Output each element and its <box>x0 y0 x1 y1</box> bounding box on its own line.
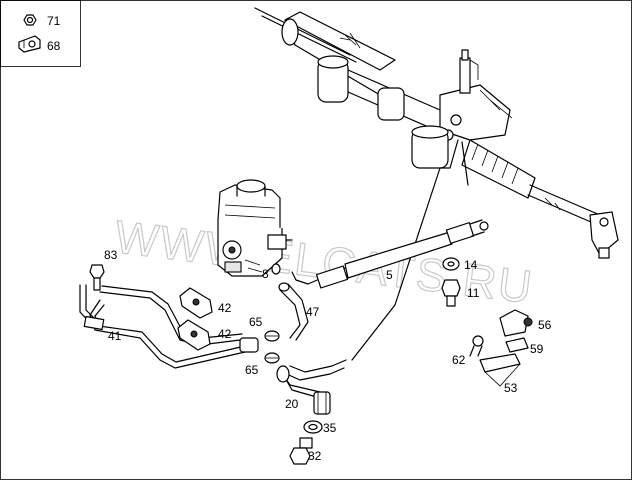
legend-number-68: 68 <box>47 39 61 53</box>
return-pipe-41 <box>79 284 259 369</box>
callout-65-lower: 65 <box>245 363 259 377</box>
callout-42-lower: 42 <box>218 327 232 341</box>
clip-59 <box>505 337 529 353</box>
callout-56: 56 <box>538 318 552 332</box>
bracket-53 <box>479 353 521 387</box>
callout-32: 32 <box>308 449 322 463</box>
bracket-56 <box>499 309 533 337</box>
leader-line-hose-5 <box>351 139 459 361</box>
callout-11: 11 <box>467 286 480 300</box>
callout-14: 14 <box>464 258 478 272</box>
o-ring-8 <box>271 263 281 275</box>
washer-35 <box>303 420 323 434</box>
bracket-42-lower <box>177 319 211 351</box>
screw-62 <box>469 335 484 357</box>
callout-65-upper: 65 <box>249 315 263 329</box>
pressure-hose-5 <box>291 219 489 289</box>
steering-pump <box>217 179 293 277</box>
bracket-42-upper <box>179 287 213 319</box>
nut-icon <box>23 14 37 26</box>
callout-83: 83 <box>104 248 118 262</box>
screw-83 <box>89 264 105 291</box>
callout-35: 35 <box>323 421 337 435</box>
callout-42-upper: 42 <box>218 301 232 315</box>
steering-gear <box>254 7 619 259</box>
callout-20: 20 <box>285 397 299 411</box>
callout-5: 5 <box>386 268 393 282</box>
callout-47: 47 <box>306 305 320 319</box>
callout-53: 53 <box>504 381 518 395</box>
suction-hose-47 <box>278 282 309 341</box>
legend-number-71: 71 <box>47 14 61 28</box>
callout-8: 8 <box>262 267 269 281</box>
legend-box: 71 68 <box>0 0 81 67</box>
hose-clamp-65-upper <box>264 330 280 342</box>
banjo-bolt-11 <box>441 279 461 307</box>
callout-62: 62 <box>452 353 466 367</box>
banjo-bolt-32 <box>289 437 313 465</box>
hose-clamp-65-lower <box>264 352 280 364</box>
callout-59: 59 <box>530 342 544 356</box>
clip-nut-icon <box>18 35 41 53</box>
leader-line-hose-14 <box>461 141 469 186</box>
return-hose-20 <box>276 359 347 415</box>
callout-41: 41 <box>108 329 122 343</box>
